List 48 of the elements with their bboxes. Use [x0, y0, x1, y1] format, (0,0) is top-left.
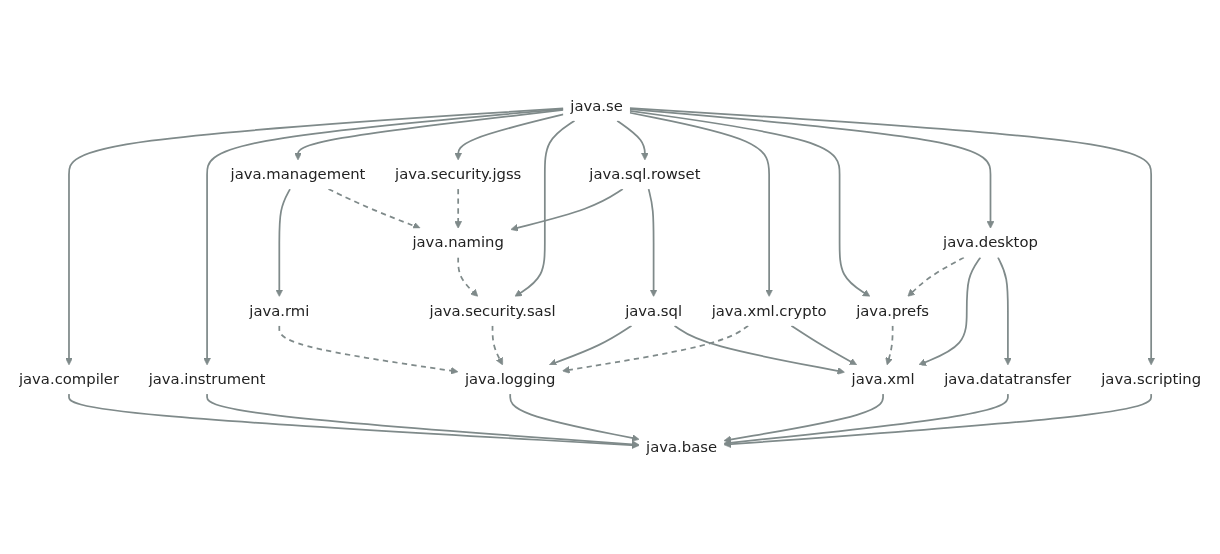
arrow: [294, 109, 565, 161]
arrow: [647, 188, 658, 297]
node-text: java.instrument: [148, 370, 266, 388]
arrow: [454, 113, 565, 161]
arrow: [510, 188, 624, 232]
node-text: java.sql.rowset: [589, 165, 701, 183]
arrow: [628, 111, 773, 297]
node-text: java.datatransfer: [944, 370, 1072, 388]
arrow: [491, 324, 503, 366]
node-text: java.prefs: [856, 301, 930, 320]
arrow: [514, 119, 576, 297]
node-text: java.logging: [464, 370, 556, 388]
arrow: [68, 393, 640, 449]
node-text: java.scripting: [1101, 370, 1202, 388]
node-text: java.se: [570, 96, 623, 115]
arrow: [723, 393, 1153, 449]
node-text: java.rmi: [249, 301, 310, 320]
node-text: java.sql: [625, 301, 683, 320]
arrow: [790, 324, 858, 366]
arrow: [278, 324, 459, 375]
node-text: java.base: [646, 438, 718, 456]
node-text: java.management: [230, 165, 366, 183]
arrow: [206, 393, 640, 449]
arrow: [628, 108, 995, 229]
arrow: [997, 256, 1012, 366]
node-text: java.compiler: [18, 370, 120, 388]
arrow: [327, 188, 421, 230]
arrow: [457, 256, 479, 297]
arrow: [673, 324, 845, 375]
arrow: [907, 256, 965, 297]
arrow: [275, 188, 291, 297]
arrow: [918, 256, 982, 366]
node-text: java.xml: [851, 370, 915, 388]
node-text: java.naming: [412, 233, 504, 251]
arrow: [723, 393, 884, 444]
arrow: [509, 393, 640, 442]
node-text: java.security.sasl: [429, 301, 556, 320]
arrow: [628, 107, 1155, 366]
node-text: java.xml.crypto: [711, 301, 827, 320]
arrow: [548, 324, 633, 367]
arrow: [562, 324, 750, 374]
arrow: [885, 324, 894, 366]
arrow: [454, 188, 462, 229]
node-text: java.desktop: [943, 233, 1038, 251]
arrow: [723, 393, 1009, 447]
node-text: java.security.jgss: [395, 165, 522, 183]
arrow: [628, 109, 871, 297]
arrow: [616, 119, 649, 161]
